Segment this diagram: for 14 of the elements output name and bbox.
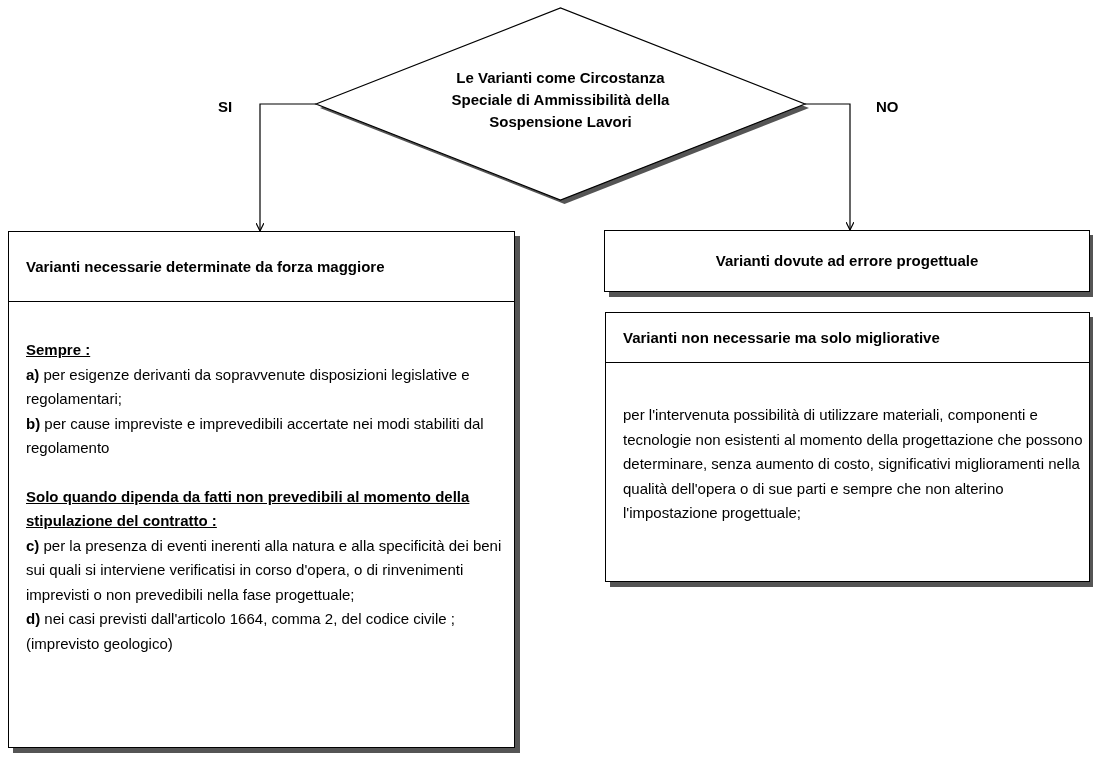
box-title: Varianti non necessarie ma solo migliorative (623, 327, 940, 348)
arrow (804, 103, 855, 231)
arrow (255, 103, 317, 232)
body-text: a) per esigenze derivanti da sopravvenute disposizioni legislative e regolamentari; (26, 364, 471, 409)
box-title: Varianti necessarie determinate da forza maggiore (26, 256, 385, 277)
section-heading: Sempre : (26, 340, 92, 360)
section-heading: Solo quando dipenda da fatti non prevedibili al momento della stipulazione del contratto : (26, 486, 471, 531)
body-text: d) nei casi previsti dall'articolo 1664, comma 2, del codice civile ; (26, 609, 456, 629)
body-text: per l'intervenuta possibilità di utilizzare materiali, componenti e tecnologie non esistenti al momento della progettazione che possono determinare, senza aumento di costo, significativi miglioramenti nella qualità dell'opera o di sue parti e sempre che non alterino l'impostazione progettuale; (623, 405, 1084, 523)
body-text: sui quali si interviene verificatisi in corso d'opera, o di rinvenimenti imprevisti o non prevedibili nella fase progettuale; (26, 560, 465, 605)
body-text: b) per cause impreviste e imprevedibili accertate nei modi stabiliti dal regolamento (26, 413, 485, 458)
box-title: Varianti dovute ad errore progettuale (715, 250, 979, 271)
body-text: (imprevisto geologico) (26, 633, 174, 654)
body-text: c) per la presenza di eventi inerenti alla natura e alla specificità dei beni (26, 535, 503, 556)
